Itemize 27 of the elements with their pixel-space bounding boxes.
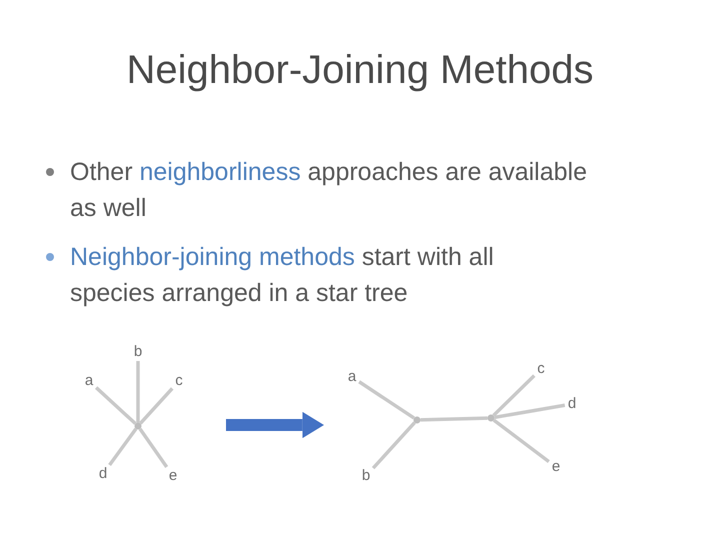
branch-line	[94, 386, 137, 425]
branch-line	[138, 428, 168, 468]
bullet-text: Neighbor-joining methods start with all species arranged in a star tree	[70, 242, 495, 309]
arrow	[226, 414, 324, 436]
bullet-text: Other neighborliness approaches are available as well	[70, 157, 588, 224]
leaf-label: e	[548, 458, 564, 476]
leaf-label: a	[344, 368, 360, 386]
leaf-label: e	[166, 467, 180, 485]
branch-line	[108, 428, 138, 466]
branch-line	[372, 421, 416, 470]
leaf-label: a	[82, 372, 96, 390]
branch-line	[136, 361, 140, 422]
junction-point	[488, 414, 494, 422]
leaf-label: d	[564, 395, 580, 413]
leaf-label: c	[172, 372, 186, 390]
leaf-label: c	[534, 360, 548, 378]
branch-line	[139, 387, 174, 425]
branch-line	[492, 374, 536, 417]
leaf-label: d	[96, 465, 110, 483]
leaf-label: b	[358, 467, 374, 485]
branch-line	[492, 418, 550, 463]
branch-line	[494, 404, 566, 420]
junction-point	[414, 416, 420, 424]
leaf-label: b	[130, 343, 146, 361]
branch-line	[358, 380, 416, 420]
slide-title: Neighbor-Joining Methods	[126, 47, 594, 94]
branch-line	[420, 416, 488, 422]
